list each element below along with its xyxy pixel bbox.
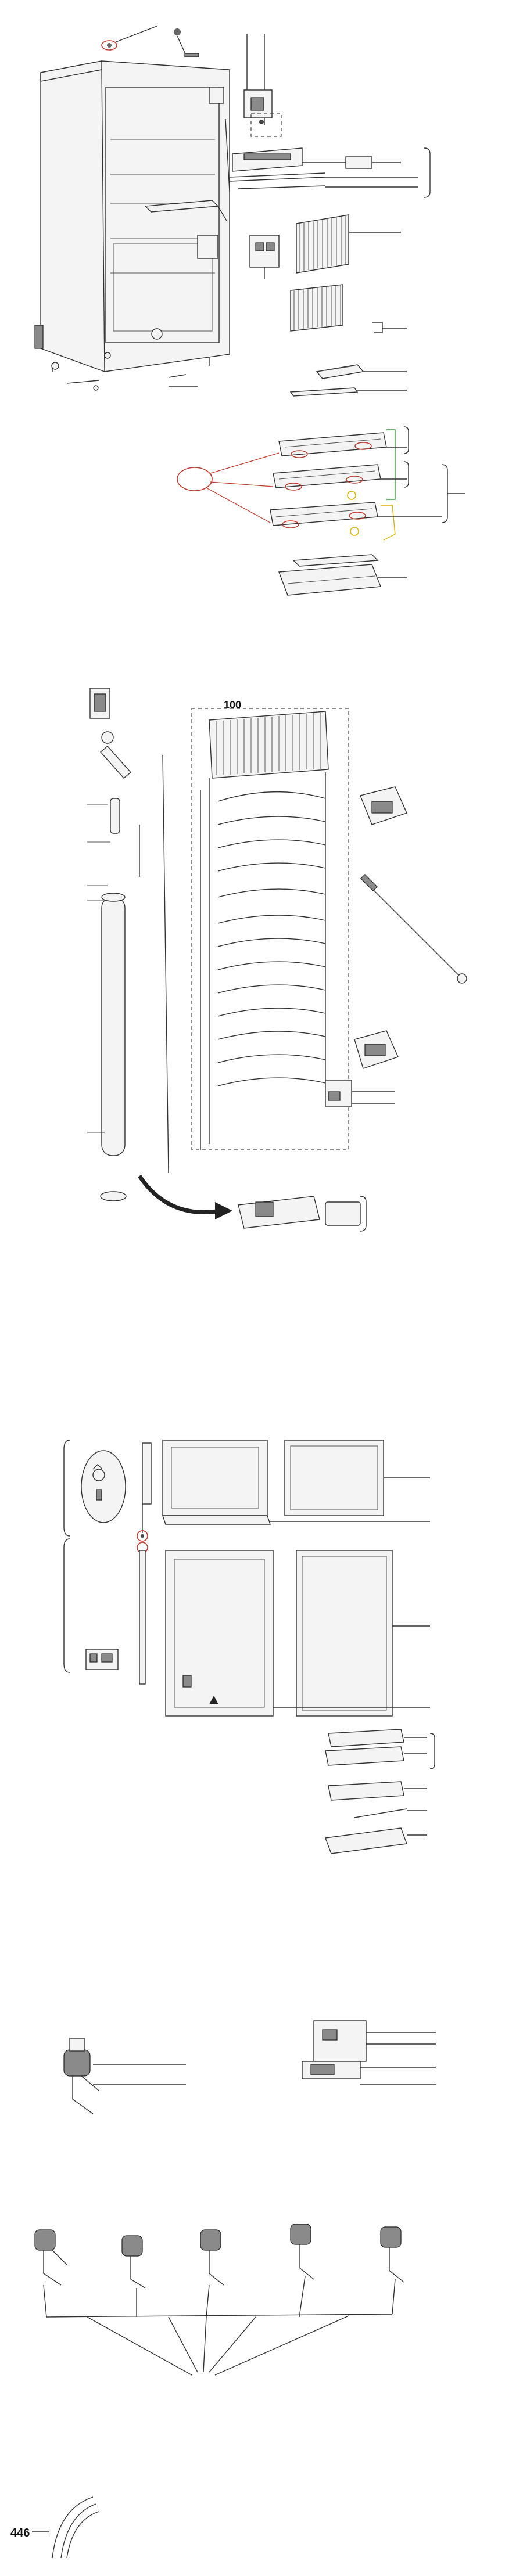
small-clip (372, 322, 383, 333)
side-tube (162, 754, 169, 1174)
tubes-section (32, 2496, 99, 2559)
valve-variant-2 (121, 2235, 146, 2317)
door-rack-bar (354, 1808, 427, 1818)
freezer-fins-upper (296, 214, 401, 274)
bracket-shelf-group (424, 147, 431, 198)
yellow-group-bracket (381, 505, 396, 541)
fridge-door-gasket (296, 1550, 393, 1717)
freezer-door (142, 1440, 271, 1525)
valve-variant-3 (200, 2229, 224, 2318)
condenser-coils (200, 772, 326, 1150)
sensor-box-lower (354, 1030, 399, 1069)
thermostat-bracket (243, 89, 282, 137)
flue-parts (87, 688, 140, 1133)
evaporator-label: 100 (224, 699, 241, 711)
valve-variants-section (34, 2224, 404, 2376)
shelf-1 (278, 432, 387, 458)
small-plate (209, 87, 224, 104)
assembly-arrow (138, 1175, 221, 1214)
hinge-detail (81, 1450, 126, 1523)
valve-variant-1 (34, 2229, 67, 2318)
door-rack-2 (328, 1781, 427, 1801)
shelf-3 (270, 502, 378, 536)
bottle-rack (316, 364, 407, 379)
lower-door-bracket (63, 1538, 70, 1673)
lower-hinge-bracket (85, 1649, 119, 1670)
rack-bar (289, 387, 407, 397)
freezer-fins-lower (290, 284, 343, 332)
shelf-2 (273, 464, 381, 500)
unit-dashed-frame (191, 708, 349, 1150)
shelves-section (177, 364, 465, 596)
cooling-unit-section: 100 (87, 688, 467, 1232)
fridge-door (165, 1550, 274, 1717)
valve-variant-5 (380, 2226, 404, 2315)
gas-valve-assembly (238, 1196, 367, 1232)
sensor-box-upper (360, 786, 407, 825)
cabinet-section (34, 26, 431, 391)
variant-leader-lines (46, 2314, 393, 2376)
highlight-callout (177, 452, 280, 523)
door-rack-3 (325, 1827, 427, 1854)
valve-variant-4 (290, 2224, 314, 2318)
top-screws (101, 26, 199, 57)
hinge-pins (137, 1504, 148, 1685)
guide-rails (229, 172, 418, 189)
ignition-unit (302, 2020, 436, 2085)
crisper-drawer (278, 554, 407, 596)
green-group-bracket (386, 429, 396, 500)
freezer-door-gasket (284, 1440, 384, 1516)
burner-tube (100, 893, 127, 1201)
doors-section (63, 1440, 435, 1854)
evaporator (209, 711, 329, 779)
control-panel (197, 235, 280, 279)
cleaning-brush (360, 874, 467, 984)
gas-valve-main (63, 2038, 186, 2114)
cabinet-body (34, 60, 230, 372)
page-number: 446 (10, 2527, 30, 2539)
lamp-housing (232, 147, 401, 172)
gas-control-box (325, 1080, 395, 1107)
upper-door-bracket (63, 1440, 70, 1537)
bracket-a (403, 426, 409, 454)
bracket-c (441, 464, 448, 523)
door-rack-1 (325, 1729, 435, 1769)
bracket-b (403, 461, 409, 488)
bottom-small-parts (51, 352, 198, 391)
valve-ignition-section (63, 2020, 436, 2114)
